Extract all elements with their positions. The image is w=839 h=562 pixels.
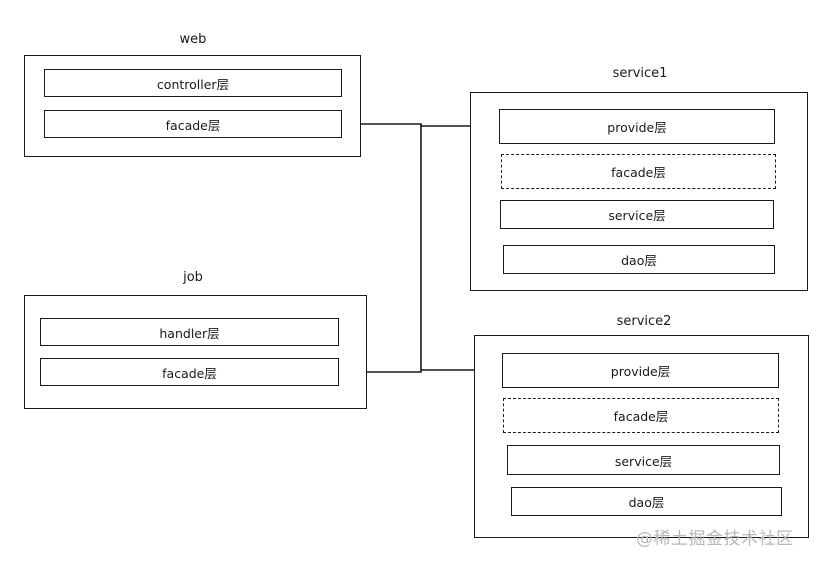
job-facade-layer: facade层 [40,358,339,386]
service2-dao-layer: dao层 [511,487,782,516]
service2-container: provide层 facade层 service层 dao层 [474,335,809,538]
arrow-job-to-service2 [338,365,501,375]
watermark: @稀土掘金技术社区 [636,529,794,549]
web-controller-layer: controller层 [44,69,342,97]
service1-title: service1 [612,66,668,81]
service1-facade-layer: facade层 [501,154,776,189]
service2-title: service2 [616,314,672,329]
service1-provide-layer: provide层 [499,109,775,144]
service2-provide-layer: provide层 [502,353,779,388]
service1-container: provide层 facade层 service层 dao层 [470,92,808,291]
job-handler-layer: handler层 [40,318,339,346]
job-title: job [183,270,203,285]
web-container: controller层 facade层 [24,55,361,157]
web-facade-layer: facade层 [44,110,342,138]
web-title: web [179,32,207,47]
service2-service-layer: service层 [507,445,780,475]
service2-facade-layer: facade层 [503,398,779,433]
service1-dao-layer: dao层 [503,245,775,274]
service1-service-layer: service层 [500,200,774,229]
job-container: handler层 facade层 [24,295,367,409]
